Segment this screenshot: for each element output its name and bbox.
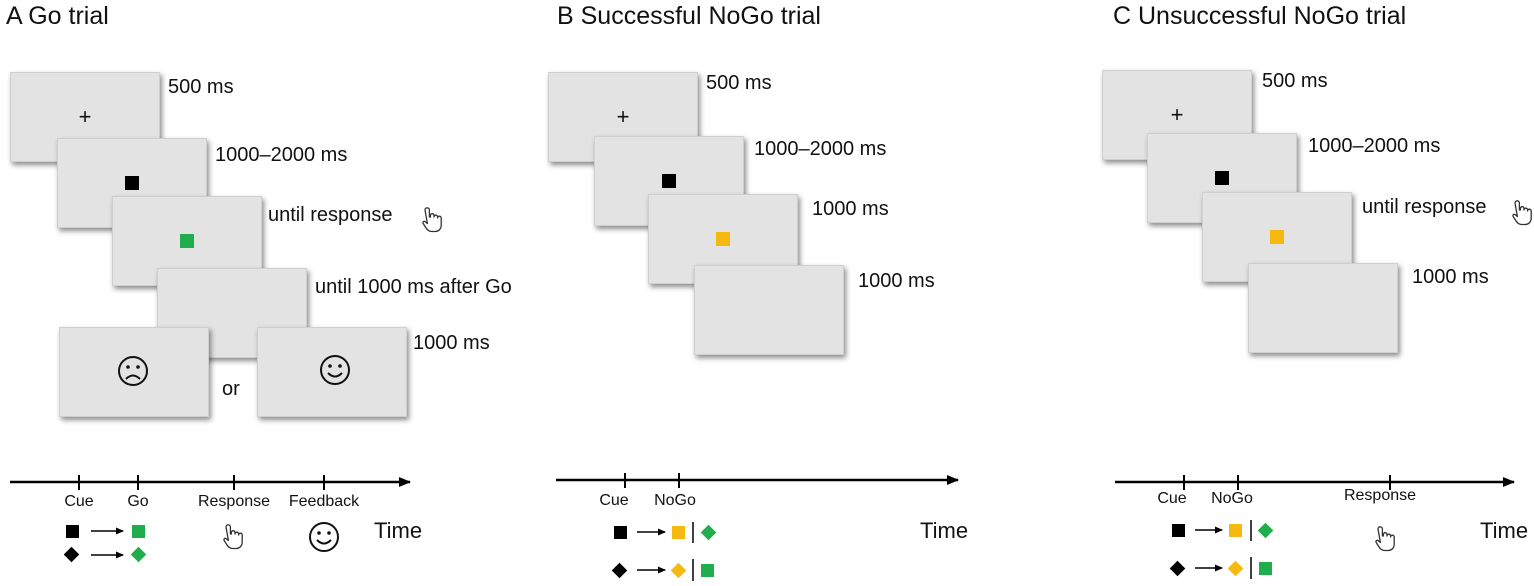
cue-square-icon — [125, 176, 139, 190]
a-screen-feedback-happy — [257, 327, 407, 417]
sad-face-icon — [118, 356, 148, 386]
cue-square-icon — [66, 525, 79, 538]
nogo-square-icon — [672, 526, 685, 539]
a-duration-2: 1000–2000 ms — [215, 144, 348, 166]
b-screen-blank — [694, 265, 844, 355]
pointing-finger-icon — [223, 524, 243, 550]
pointing-finger-icon — [1512, 200, 1532, 226]
cue-square-icon — [614, 526, 627, 539]
a-duration-4: until 1000 ms after Go — [315, 276, 512, 298]
a-axis-cue: Cue — [64, 493, 94, 510]
pointing-finger-icon — [1375, 526, 1395, 552]
nogo-square-icon — [1270, 230, 1284, 244]
c-duration-2: 1000–2000 ms — [1308, 135, 1441, 157]
go-diamond-icon — [130, 546, 147, 563]
cue-square-icon — [1215, 171, 1229, 185]
a-axis-go: Go — [127, 493, 149, 510]
cue-square-icon — [1172, 524, 1185, 537]
panel-a-title: A Go trial — [6, 2, 109, 30]
a-duration-3: until response — [268, 204, 393, 226]
c-duration-3: until response — [1362, 196, 1487, 218]
b-time-label: Time — [920, 518, 969, 543]
a-or-label: or — [222, 378, 240, 400]
pointing-finger-icon — [422, 207, 442, 233]
go-square-icon — [132, 525, 145, 538]
happy-face-icon — [309, 522, 339, 552]
b-duration-1: 500 ms — [706, 72, 772, 94]
cue-diamond-icon — [1169, 560, 1186, 577]
a-axis-response: Response — [197, 493, 271, 510]
nogo-square-icon — [716, 232, 730, 246]
go-square-icon — [1259, 562, 1272, 575]
fixation-cross-icon: + — [78, 104, 92, 129]
panel-c-title: C Unsuccessful NoGo trial — [1113, 2, 1407, 30]
cue-square-icon — [662, 174, 676, 188]
go-square-icon — [180, 234, 194, 248]
b-axis-cue: Cue — [599, 492, 629, 509]
a-screen-feedback-sad — [59, 327, 209, 417]
a-duration-5: 1000 ms — [413, 332, 490, 354]
c-axis-nogo: NoGo — [1211, 490, 1253, 507]
b-axis-nogo: NoGo — [654, 492, 696, 509]
nogo-diamond-icon — [670, 562, 687, 579]
c-screen-blank — [1248, 263, 1398, 353]
happy-face-icon — [320, 355, 350, 385]
nogo-diamond-icon — [1227, 560, 1244, 577]
nogo-square-icon — [1229, 524, 1242, 537]
fixation-cross-icon: + — [1170, 102, 1184, 127]
c-duration-1: 500 ms — [1262, 70, 1328, 92]
c-duration-4: 1000 ms — [1412, 266, 1489, 288]
fixation-cross-icon: + — [616, 104, 630, 129]
cue-diamond-icon — [611, 562, 628, 579]
a-axis-feedback: Feedback — [288, 493, 360, 510]
cue-diamond-icon — [63, 546, 80, 563]
b-duration-2: 1000–2000 ms — [754, 138, 887, 160]
go-square-icon — [701, 564, 714, 577]
panel-b-title: B Successful NoGo trial — [557, 2, 821, 30]
go-diamond-icon — [700, 524, 717, 541]
a-duration-1: 500 ms — [168, 76, 234, 98]
go-diamond-icon — [1257, 522, 1274, 539]
b-duration-4: 1000 ms — [858, 270, 935, 292]
b-duration-3: 1000 ms — [812, 198, 889, 220]
c-axis-cue: Cue — [1157, 490, 1187, 507]
c-axis-response: Response — [1343, 487, 1417, 504]
c-time-label: Time — [1480, 518, 1529, 543]
a-time-label: Time — [374, 518, 423, 543]
